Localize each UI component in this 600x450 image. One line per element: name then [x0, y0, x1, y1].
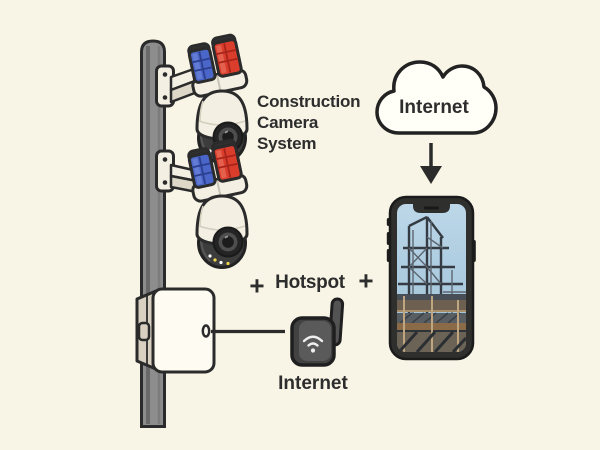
plus-icon-left: +: [249, 270, 265, 301]
camera-system-label: Construction Camera System: [257, 92, 361, 153]
junction-box-icon: [135, 287, 216, 374]
cloud-internet-label: Internet: [399, 97, 469, 119]
hotspot-modem-icon: [290, 297, 345, 367]
modem-internet-label: Internet: [278, 373, 348, 395]
construction-site-photo: [397, 204, 466, 352]
wifi-icon: [302, 335, 324, 353]
box-latch: [137, 321, 151, 342]
camera-assembly-top: [155, 31, 250, 164]
cloud-icon: [375, 60, 498, 135]
smartphone-icon: [386, 195, 476, 361]
camera-assembly-bottom: [155, 136, 250, 269]
plus-icon-right: +: [358, 265, 374, 296]
arrow-down-icon: [420, 143, 442, 184]
box-port: [201, 324, 211, 338]
hotspot-label: Hotspot: [275, 272, 345, 294]
